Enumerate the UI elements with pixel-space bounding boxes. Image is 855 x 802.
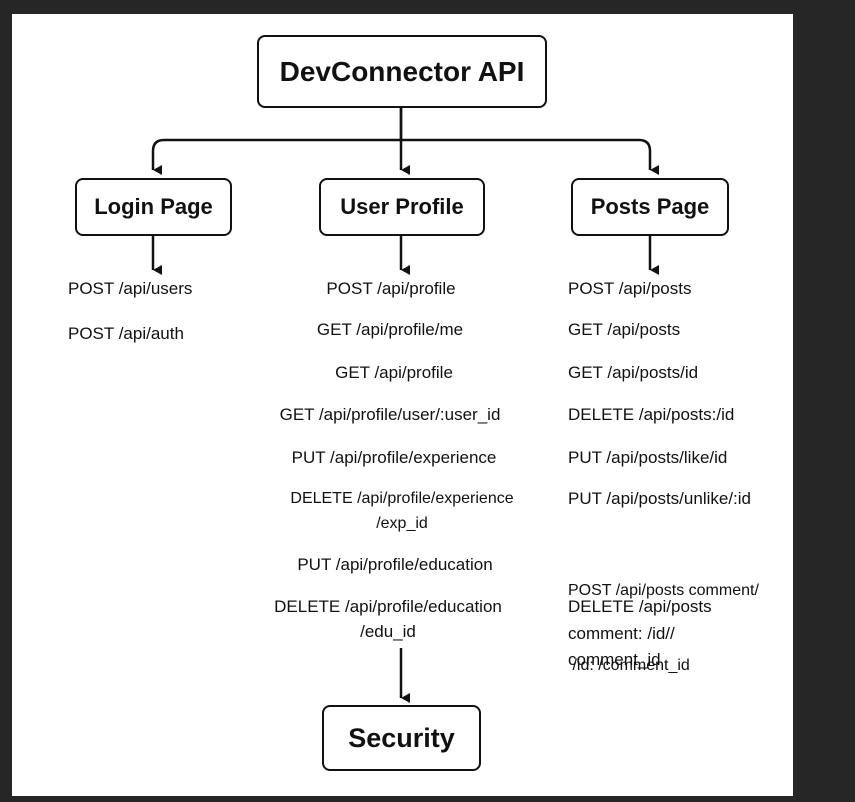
profile-endpoint: POST /api/profile bbox=[326, 279, 456, 298]
login-page-label: Login Page bbox=[94, 194, 213, 219]
section-node-user-profile: User Profile bbox=[319, 178, 485, 236]
posts-endpoint: POST /api/posts comment/ /id: /comment_i… bbox=[568, 582, 759, 674]
posts-endpoint: DELETE /api/posts:/id bbox=[568, 405, 735, 424]
section-node-login-page: Login Page bbox=[75, 178, 232, 236]
profile-endpoint: DELETE /api/profile/experience /exp_id bbox=[290, 490, 514, 532]
profile-endpoint: GET /api/profile bbox=[335, 363, 453, 382]
posts-endpoint: PUT /api/posts/unlike/:id bbox=[568, 489, 751, 508]
security-label: Security bbox=[348, 722, 455, 753]
section-node-posts-page: Posts Page bbox=[571, 178, 729, 236]
profile-endpoint: GET /api/profile/user/:user_id bbox=[279, 405, 501, 424]
root-node-devconnector-api: DevConnector API bbox=[257, 35, 547, 108]
profile-endpoint: PUT /api/profile/experience bbox=[291, 448, 497, 467]
root-node-label: DevConnector API bbox=[279, 55, 525, 87]
posts-endpoint: GET /api/posts/id bbox=[568, 363, 699, 382]
posts-page-label: Posts Page bbox=[590, 194, 710, 219]
security-node: Security bbox=[322, 705, 481, 771]
user-profile-label: User Profile bbox=[340, 194, 464, 219]
posts-endpoint: PUT /api/posts/like/id bbox=[568, 448, 728, 467]
login-endpoint: POST /api/users bbox=[68, 279, 193, 298]
profile-endpoint: GET /api/profile/me bbox=[316, 320, 464, 339]
posts-endpoint: POST /api/posts bbox=[568, 279, 692, 298]
login-endpoint: POST /api/auth bbox=[68, 324, 184, 343]
posts-endpoint: GET /api/posts bbox=[568, 320, 681, 339]
posts-endpoint: DELETE /api/posts comment: /id// comment… bbox=[568, 597, 712, 669]
profile-endpoint: DELETE /api/profile/education /edu_id bbox=[274, 597, 502, 641]
profile-endpoint: PUT /api/profile/education bbox=[297, 555, 493, 574]
